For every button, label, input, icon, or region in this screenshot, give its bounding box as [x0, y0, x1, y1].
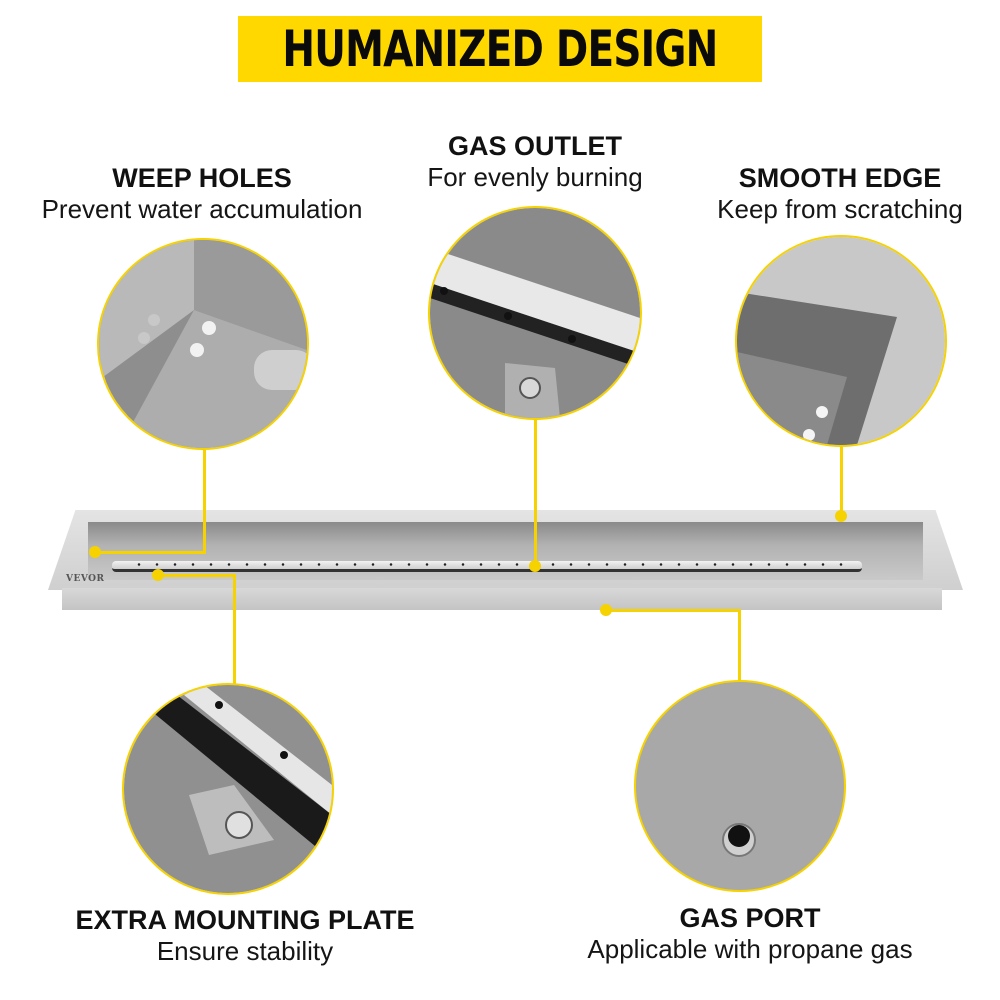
marker-gas-port	[600, 604, 612, 616]
feature-title: SMOOTH EDGE	[738, 163, 942, 193]
label-gas-outlet: GAS OUTLET For evenly burning	[385, 130, 685, 192]
connector-weep-holes	[203, 450, 206, 554]
label-gas-port: GAS PORT Applicable with propane gas	[550, 902, 950, 964]
connector-mounting-plate	[233, 574, 236, 684]
weep-holes-closeup-icon	[97, 238, 309, 450]
marker-weep-holes	[89, 546, 101, 558]
gas-port-closeup-icon	[634, 680, 846, 892]
brand-logo: VEVOR	[66, 574, 105, 584]
feature-subtitle: Ensure stability	[156, 936, 334, 966]
feature-subtitle: Keep from scratching	[717, 194, 963, 224]
feature-title: WEEP HOLES	[112, 163, 292, 193]
tray-front-edge	[62, 588, 942, 610]
marker-gas-outlet	[529, 560, 541, 572]
feature-title: GAS PORT	[679, 903, 821, 933]
smooth-edge-closeup-icon	[735, 235, 947, 447]
connector-gas-outlet	[534, 420, 537, 565]
gas-outlet-closeup-icon	[428, 206, 642, 420]
marker-smooth-edge	[835, 510, 847, 522]
label-weep-holes: WEEP HOLES Prevent water accumulation	[2, 162, 402, 224]
feature-title: GAS OUTLET	[448, 131, 622, 161]
feature-title: EXTRA MOUNTING PLATE	[75, 905, 415, 935]
mounting-plate-closeup-icon	[122, 683, 334, 895]
connector-gas-port-h	[606, 609, 741, 612]
feature-subtitle: For evenly burning	[427, 162, 643, 192]
marker-mounting-plate	[152, 569, 164, 581]
header-banner: HUMANIZED DESIGN	[238, 16, 762, 82]
page-title: HUMANIZED DESIGN	[282, 20, 718, 78]
connector-mounting-plate-h	[158, 574, 235, 577]
label-smooth-edge: SMOOTH EDGE Keep from scratching	[690, 162, 990, 224]
gas-outlet-holes	[130, 563, 850, 566]
feature-subtitle: Prevent water accumulation	[41, 194, 363, 224]
connector-gas-port	[738, 609, 741, 681]
label-extra-mounting-plate: EXTRA MOUNTING PLATE Ensure stability	[40, 904, 450, 966]
connector-smooth-edge	[840, 447, 843, 515]
connector-weep-holes-h	[95, 551, 206, 554]
feature-subtitle: Applicable with propane gas	[587, 934, 913, 964]
burner-tube	[112, 561, 862, 572]
